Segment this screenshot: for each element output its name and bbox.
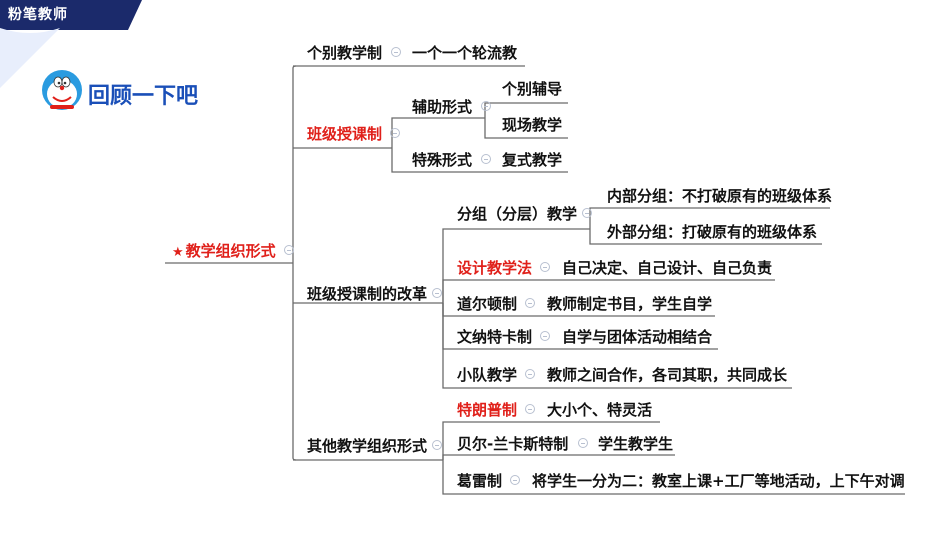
node-class-teaching: 班级授课制 — [307, 125, 383, 143]
collapse-toggle-icon[interactable] — [582, 208, 592, 218]
node-project-method: 设计教学法 — [457, 259, 533, 277]
root-label: 教学组织形式 — [185, 242, 276, 260]
node-gary-plan-desc: 将学生一分为二：教室上课+工厂等地活动，上下午对调 — [532, 472, 905, 490]
node-bell-lancaster-desc: 学生教学生 — [598, 435, 674, 453]
node-project-method-desc: 自己决定、自己设计、自己负责 — [562, 259, 773, 277]
node-other-forms: 其他教学组织形式 — [307, 437, 428, 455]
node-team-teaching-desc: 教师之间合作，各司其职，共同成长 — [547, 366, 788, 384]
brand-logo-text: 粉笔教师 — [8, 7, 68, 23]
node-bell-lancaster: 贝尔-兰卡斯特制 — [457, 435, 569, 453]
star-icon: ★ — [172, 245, 184, 260]
collapse-toggle-icon[interactable] — [432, 440, 442, 450]
collapse-toggle-icon[interactable] — [525, 404, 535, 414]
blue-swoosh-decoration — [0, 28, 60, 88]
collapse-toggle-icon[interactable] — [525, 298, 535, 308]
collapse-toggle-icon[interactable] — [284, 245, 294, 255]
collapse-toggle-icon[interactable] — [525, 369, 535, 379]
collapse-toggle-icon[interactable] — [540, 262, 550, 272]
collapse-toggle-icon[interactable] — [540, 331, 550, 341]
node-winnetka-plan-desc: 自学与团体活动相结合 — [562, 328, 713, 346]
node-class-reform: 班级授课制的改革 — [307, 285, 428, 303]
node-external-grouping: 外部分组：打破原有的班级体系 — [607, 223, 818, 241]
node-special-form: 特殊形式 — [412, 151, 473, 169]
collapse-toggle-icon[interactable] — [481, 101, 491, 111]
root-node: ★教学组织形式 — [172, 242, 276, 262]
node-trump-plan-desc: 大小个、特灵活 — [547, 401, 653, 419]
node-winnetka-plan: 文纳特卡制 — [457, 328, 533, 346]
brand-banner — [0, 0, 142, 30]
node-field-teaching: 现场教学 — [502, 116, 563, 134]
node-individual-teaching-desc: 一个一个轮流教 — [412, 44, 518, 62]
node-multigrade-teaching: 复式教学 — [502, 151, 563, 169]
node-individual-tutoring: 个别辅导 — [502, 80, 563, 98]
collapse-toggle-icon[interactable] — [510, 475, 520, 485]
node-individual-teaching: 个别教学制 — [307, 44, 383, 62]
node-gary-plan: 葛雷制 — [457, 472, 503, 490]
collapse-toggle-icon[interactable] — [390, 128, 400, 138]
node-trump-plan: 特朗普制 — [457, 401, 518, 419]
node-auxiliary-form: 辅助形式 — [412, 98, 473, 116]
page-title: 回顾一下吧 — [88, 84, 199, 109]
node-dalton-plan: 道尔顿制 — [457, 295, 518, 313]
node-team-teaching: 小队教学 — [457, 366, 518, 384]
node-internal-grouping: 内部分组：不打破原有的班级体系 — [607, 187, 833, 205]
doraemon-mascot-icon — [42, 70, 82, 110]
collapse-toggle-icon[interactable] — [432, 288, 442, 298]
node-group-teaching: 分组（分层）教学 — [457, 205, 578, 223]
collapse-toggle-icon[interactable] — [578, 438, 588, 448]
collapse-toggle-icon[interactable] — [481, 154, 491, 164]
node-dalton-plan-desc: 教师制定书目，学生自学 — [547, 295, 713, 313]
collapse-toggle-icon[interactable] — [391, 47, 401, 57]
